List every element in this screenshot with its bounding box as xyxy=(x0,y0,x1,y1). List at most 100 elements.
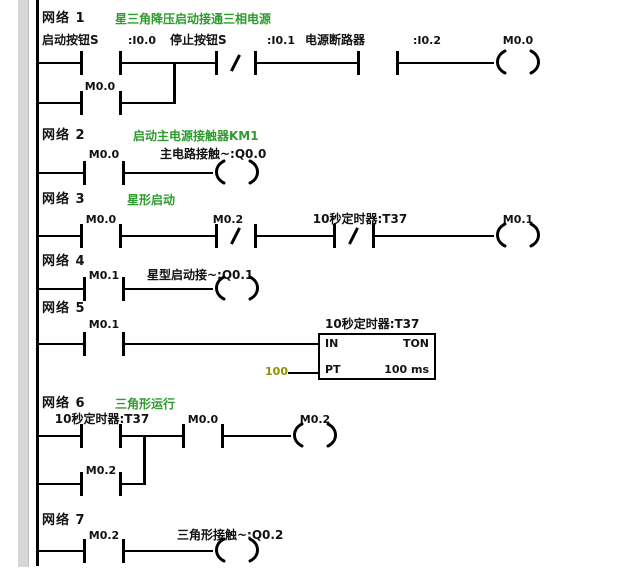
network-title: 网络 2 xyxy=(42,128,86,143)
timer-base-label: 100 ms xyxy=(384,363,429,376)
coil-operand-label[interactable]: M0.0 xyxy=(502,34,534,47)
coil-symbol[interactable] xyxy=(488,49,548,75)
network-comment[interactable]: 星三角降压启动接通三相电源 xyxy=(115,12,272,26)
contact-bar xyxy=(119,224,122,248)
wire xyxy=(375,235,494,237)
contact-bar xyxy=(80,424,83,448)
wire xyxy=(122,235,215,237)
wire xyxy=(122,435,182,437)
network-title: 网络 6 xyxy=(42,396,86,411)
branch-junction-wire xyxy=(173,62,176,104)
nc-slash-icon xyxy=(230,227,241,245)
wire xyxy=(37,235,80,237)
timer-operand-label[interactable]: 10秒定时器:T37 xyxy=(325,317,420,331)
wire xyxy=(399,62,494,64)
network-title: 网络 1 xyxy=(42,11,86,26)
wire xyxy=(37,62,80,64)
coil-symbol[interactable] xyxy=(207,537,267,563)
contact-name-label[interactable]: 停止按钮S xyxy=(170,33,227,47)
contact-bar xyxy=(122,161,125,185)
network-comment[interactable]: 三角形运行 xyxy=(115,397,176,411)
contact-name-label[interactable]: 启动按钮S xyxy=(42,33,99,47)
network-comment[interactable]: 星形启动 xyxy=(127,193,176,207)
contact-operand-label[interactable]: M0.0 xyxy=(88,148,120,161)
contact-address-label[interactable]: :I0.2 xyxy=(413,34,441,47)
contact-operand-label[interactable]: 10秒定时器:T37 xyxy=(54,412,150,426)
contact-operand-label[interactable]: M0.1 xyxy=(88,318,120,331)
contact-operand-label[interactable]: M0.0 xyxy=(187,413,219,426)
contact-bar xyxy=(122,277,125,301)
timer-pt-pin-label: PT xyxy=(325,363,341,376)
no-contact-symbol[interactable] xyxy=(80,51,122,75)
no-contact-symbol[interactable] xyxy=(80,424,122,448)
contact-bar xyxy=(254,51,257,75)
wire xyxy=(125,172,213,174)
coil-operand-label[interactable]: 三角形接触~:Q0.2 xyxy=(177,528,284,542)
contact-bar xyxy=(182,424,185,448)
timer-in-pin-label: IN xyxy=(325,337,339,350)
no-contact-symbol[interactable] xyxy=(83,277,125,301)
contact-bar xyxy=(119,51,122,75)
no-contact-symbol[interactable] xyxy=(83,332,125,356)
contact-bar xyxy=(83,277,86,301)
wire xyxy=(125,288,213,290)
contact-bar xyxy=(80,91,83,115)
branch-junction-wire xyxy=(143,435,146,485)
coil-operand-label[interactable]: 星型启动接~:Q0.1 xyxy=(147,268,254,282)
network-comment[interactable]: 启动主电源接触器KM1 xyxy=(133,129,259,143)
no-contact-symbol[interactable] xyxy=(357,51,399,75)
contact-bar xyxy=(333,224,336,248)
no-contact-symbol[interactable] xyxy=(83,161,125,185)
coil-operand-label[interactable]: M0.1 xyxy=(502,213,534,226)
coil-operand-label[interactable]: M0.2 xyxy=(299,413,331,426)
no-contact-symbol[interactable] xyxy=(80,91,122,115)
no-contact-symbol[interactable] xyxy=(182,424,224,448)
contact-bar xyxy=(83,539,86,563)
no-contact-symbol[interactable] xyxy=(83,539,125,563)
network-title: 网络 7 xyxy=(42,513,86,528)
contact-operand-label[interactable]: 10秒定时器:T37 xyxy=(312,212,408,226)
contact-operand-label[interactable]: M0.0 xyxy=(84,80,116,93)
wire xyxy=(257,62,357,64)
contact-operand-label[interactable]: M0.2 xyxy=(88,529,120,542)
no-contact-symbol[interactable] xyxy=(80,472,122,496)
nc-contact-symbol[interactable] xyxy=(215,51,257,75)
contact-bar xyxy=(80,472,83,496)
coil-symbol[interactable] xyxy=(488,222,548,248)
nc-contact-symbol[interactable] xyxy=(215,224,257,248)
contact-bar xyxy=(221,424,224,448)
contact-operand-label[interactable]: M0.2 xyxy=(85,464,117,477)
contact-address-label[interactable]: :I0.1 xyxy=(267,34,295,47)
contact-bar xyxy=(122,539,125,563)
coil-parentheses-icon xyxy=(215,537,259,563)
contact-operand-label[interactable]: M0.0 xyxy=(85,213,117,226)
wire xyxy=(224,435,291,437)
wire xyxy=(37,483,80,485)
contact-name-label[interactable]: 电源断路器 xyxy=(305,33,366,47)
timer-preset-value[interactable]: 100 xyxy=(265,365,288,378)
coil-symbol[interactable] xyxy=(207,275,267,301)
coil-parentheses-icon xyxy=(496,222,540,248)
network-title: 网络 5 xyxy=(42,301,86,316)
contact-bar xyxy=(119,472,122,496)
contact-operand-label[interactable]: M0.2 xyxy=(212,213,244,226)
contact-bar xyxy=(83,161,86,185)
coil-symbol[interactable] xyxy=(207,159,267,185)
wire xyxy=(37,343,83,345)
coil-operand-label[interactable]: 主电路接触~:Q0.0 xyxy=(160,147,267,161)
ton-timer-box[interactable]: IN TON PT 100 ms xyxy=(318,333,436,380)
coil-symbol[interactable] xyxy=(285,422,345,448)
nc-contact-symbol[interactable] xyxy=(333,224,375,248)
editor-gutter xyxy=(18,0,29,567)
wire xyxy=(122,483,146,485)
contact-address-label[interactable]: :I0.0 xyxy=(128,34,156,47)
wire xyxy=(37,102,80,104)
contact-bar xyxy=(80,224,83,248)
contact-bar xyxy=(83,332,86,356)
nc-slash-icon xyxy=(348,227,359,245)
contact-operand-label[interactable]: M0.1 xyxy=(88,269,120,282)
contact-bar xyxy=(119,424,122,448)
no-contact-symbol[interactable] xyxy=(80,224,122,248)
contact-bar xyxy=(396,51,399,75)
